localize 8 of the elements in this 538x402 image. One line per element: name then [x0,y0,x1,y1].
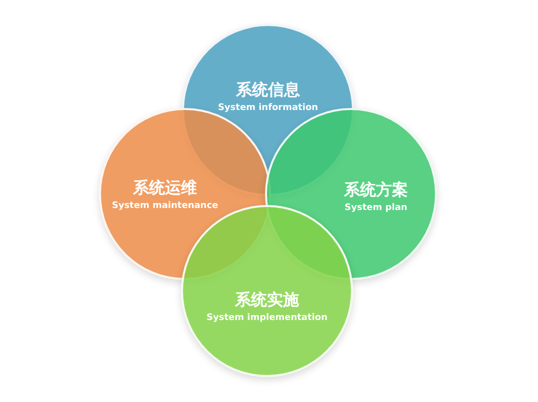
circle-subtitle: System information [218,102,318,112]
circle-title: 系统实施 [235,290,299,310]
circle-title: 系统方案 [344,180,408,200]
circle-subtitle: System plan [344,202,408,212]
circle-title: 系统运维 [133,178,197,198]
circle-subtitle: System maintenance [112,200,218,210]
circle-title: 系统信息 [236,80,300,100]
circle-subtitle: System implementation [206,312,328,322]
